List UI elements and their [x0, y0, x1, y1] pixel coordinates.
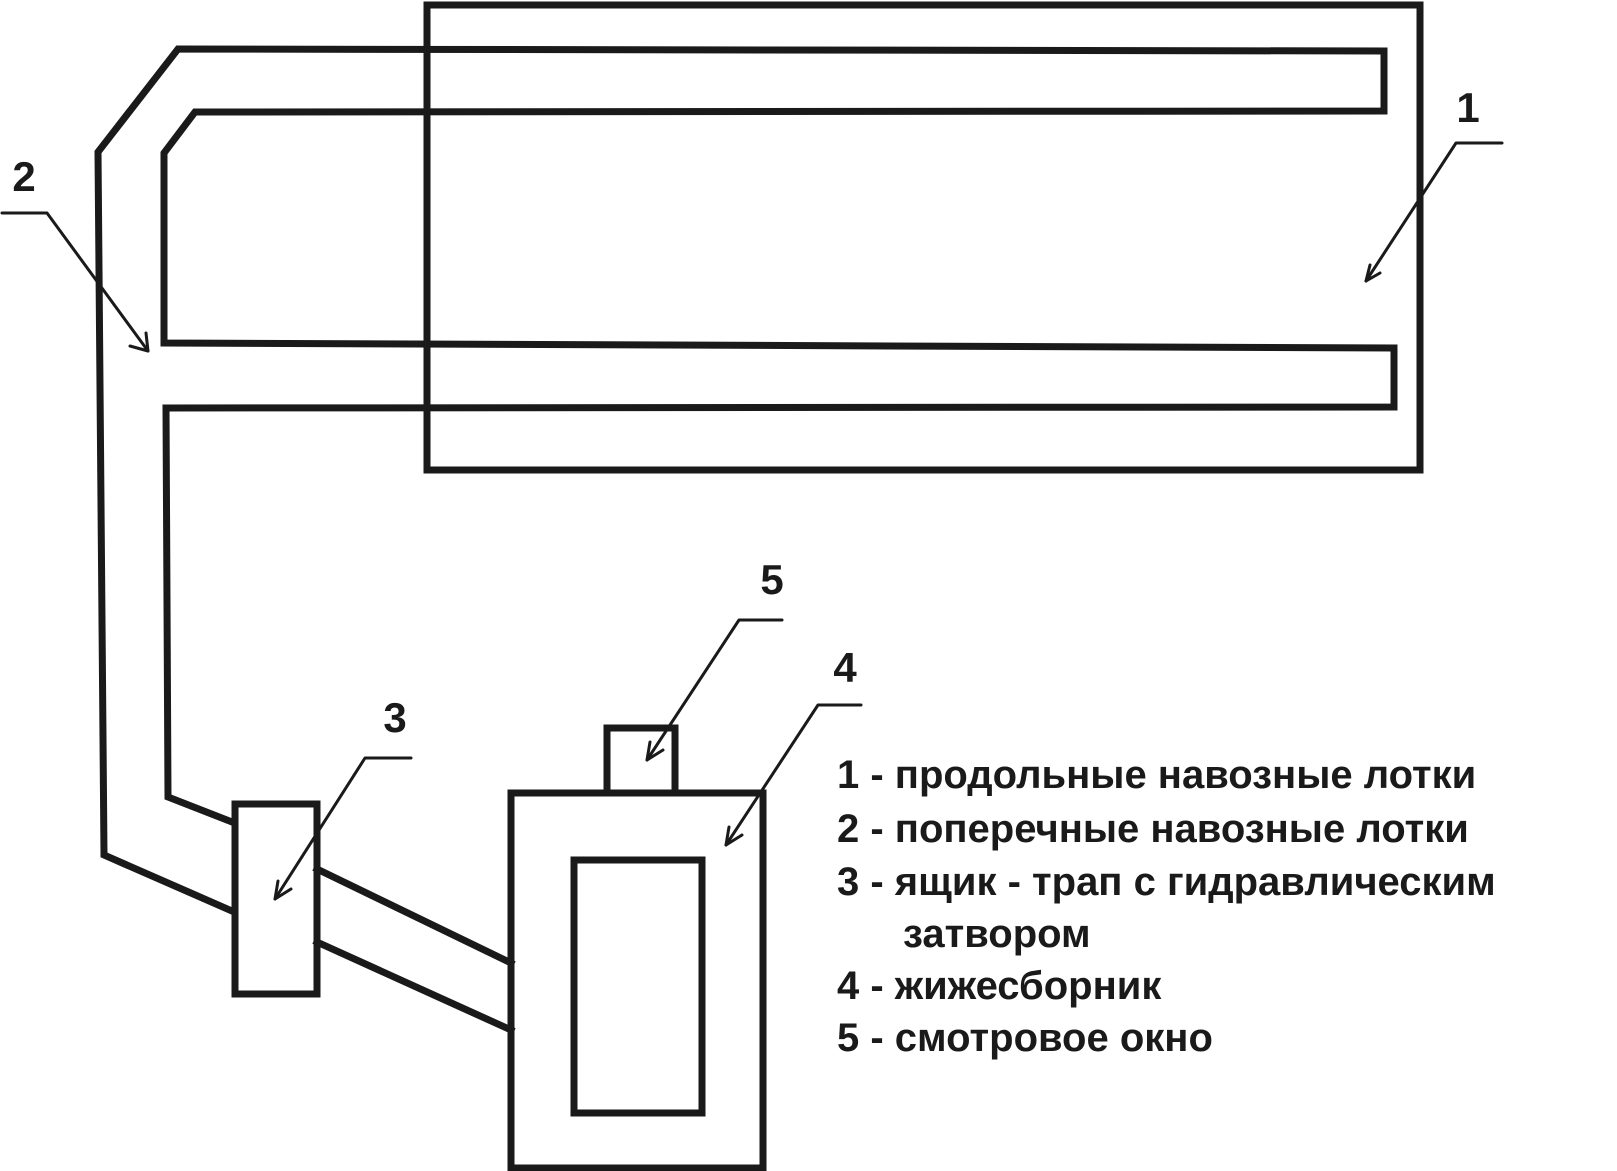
arrowhead-1: [1364, 263, 1382, 283]
leader-4: [724, 703, 863, 847]
inspection-window: [603, 724, 679, 797]
arrowhead-2: [128, 331, 150, 353]
leader-1: [1364, 141, 1504, 283]
label-4: 4: [833, 644, 857, 691]
legend-item-3-continuation: затвором: [903, 912, 1091, 956]
legend-item-1: 1 - продольные навозные лотки: [837, 753, 1477, 797]
arrowhead-3: [273, 879, 293, 901]
collector-inner-tank: [570, 856, 706, 1117]
callout-5: 5: [645, 556, 784, 762]
callout-2: 2: [0, 153, 150, 353]
leader-2: [0, 211, 150, 353]
leader-5: [645, 618, 784, 762]
legend-item-2: 2 - поперечные навозные лотки: [837, 807, 1469, 851]
legend-item-3: 3 - ящик - трап с гидравлическим: [837, 860, 1496, 904]
label-5: 5: [760, 556, 783, 603]
pipe-upper: [312, 864, 516, 968]
callout-4: 4: [724, 644, 863, 847]
leader-3: [273, 756, 413, 901]
callout-3: 3: [273, 694, 413, 901]
building-outline: [423, 1, 1424, 474]
legend-item-4: 4 - жижесборник: [837, 964, 1162, 1008]
pipe-lower: [312, 937, 516, 1035]
arrowhead-5: [645, 740, 665, 762]
arrowhead-4: [724, 825, 744, 847]
callout-1: 1: [1364, 84, 1504, 283]
longitudinal-channel-walls: [160, 47, 1398, 827]
legend-item-5: 5 - смотровое окно: [837, 1016, 1213, 1060]
transverse-channel-outer-wall: [94, 45, 1388, 916]
label-3: 3: [383, 694, 406, 741]
label-1: 1: [1456, 84, 1479, 131]
trap-box: [231, 800, 321, 998]
label-2: 2: [12, 153, 35, 200]
